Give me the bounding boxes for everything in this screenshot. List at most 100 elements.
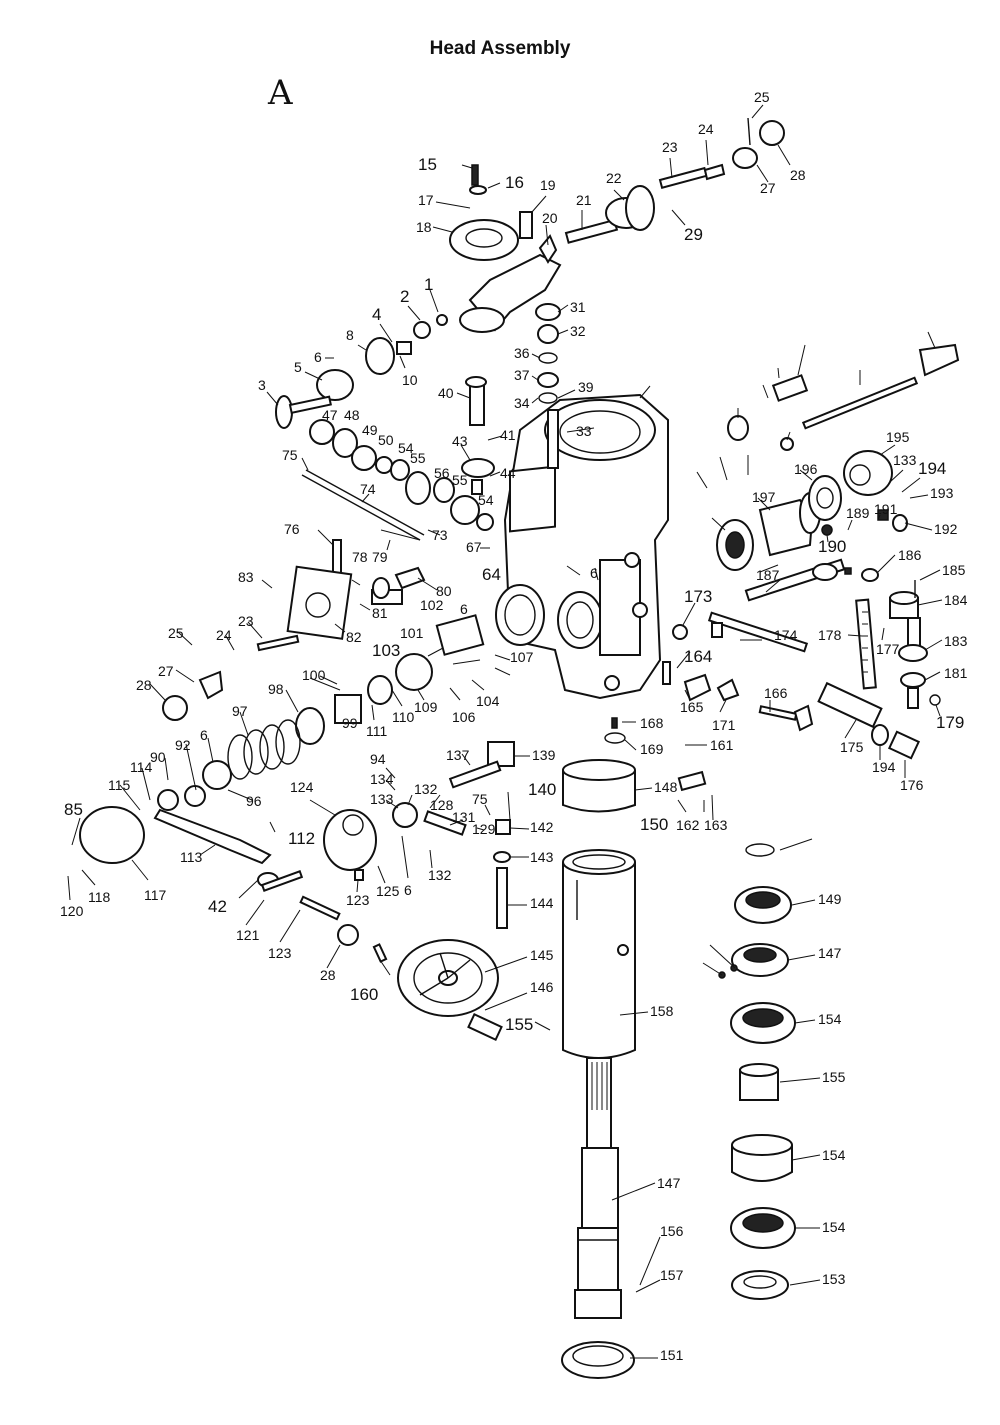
callout-111: 131 bbox=[452, 809, 476, 825]
callout-141: 157 bbox=[660, 1267, 684, 1283]
callout-78: 96 bbox=[246, 793, 262, 809]
callout-99: 117 bbox=[144, 887, 167, 903]
callout-169: 190 bbox=[818, 537, 846, 556]
callout-49b: 55 bbox=[452, 472, 468, 488]
callout-165: 186 bbox=[898, 547, 922, 563]
callout-120: 140 bbox=[528, 780, 556, 799]
callout-106: 124 bbox=[290, 779, 314, 795]
callout-163: 184 bbox=[944, 592, 968, 608]
bearing-stack bbox=[718, 843, 796, 1300]
top-assembly bbox=[275, 117, 785, 495]
callout-172: 192 bbox=[934, 521, 958, 537]
callout-28: 32 bbox=[570, 323, 586, 339]
callout-101: 120 bbox=[60, 903, 84, 919]
callout-20b: 23 bbox=[238, 613, 254, 629]
callout-79: 97 bbox=[232, 703, 248, 719]
callout-24b: 28 bbox=[136, 677, 152, 693]
callout-104: 123 bbox=[268, 945, 292, 961]
callout-102: 123 bbox=[346, 892, 370, 908]
callout-66: 82 bbox=[346, 629, 362, 645]
callout-125: 145 bbox=[530, 947, 554, 963]
callout-164: 185 bbox=[942, 562, 966, 578]
callout-48b: 54 bbox=[478, 492, 494, 508]
callout-176: 196 bbox=[794, 461, 818, 477]
callout-23: 27 bbox=[760, 180, 776, 196]
callout-33: 37 bbox=[514, 367, 530, 383]
callout-75: 92 bbox=[175, 737, 191, 753]
callout-136: 154 bbox=[822, 1147, 846, 1163]
callout-49: 55 bbox=[410, 450, 426, 466]
callout-117: 137 bbox=[446, 747, 470, 763]
callout-61: 78 bbox=[352, 549, 368, 565]
callout-80: 98 bbox=[268, 681, 284, 697]
callout-135b: 154 bbox=[822, 1219, 846, 1235]
callout-labels: 15 16 17 18 19 20 21 22 23 24 25 27 28 2… bbox=[60, 89, 968, 1363]
callout-98: 115 bbox=[108, 777, 131, 793]
callout-115: 134 bbox=[370, 771, 394, 787]
callout-50: 56 bbox=[434, 465, 450, 481]
callout-92: 109 bbox=[414, 699, 438, 715]
callout-60: 76 bbox=[284, 521, 300, 537]
callout-145: 162 bbox=[676, 817, 700, 833]
callout-150: 168 bbox=[640, 715, 664, 731]
callout-42: 47 bbox=[322, 407, 338, 423]
callout-174: 194 bbox=[918, 459, 946, 478]
callout-157: 176 bbox=[900, 777, 924, 793]
callout-24: 28 bbox=[790, 167, 806, 183]
callout-6c: 6 bbox=[200, 727, 208, 743]
callout-1: 1 bbox=[424, 275, 433, 294]
left-side-parts bbox=[79, 539, 485, 946]
callout-147: 164 bbox=[684, 647, 712, 666]
callout-118: 139 bbox=[532, 747, 556, 763]
callout-76: 94 bbox=[370, 751, 386, 767]
callout-47: 50 bbox=[378, 432, 394, 448]
callout-131: 149 bbox=[818, 891, 842, 907]
callout-128: 148 bbox=[654, 779, 678, 795]
callout-168: 189 bbox=[846, 505, 870, 521]
callout-5: 5 bbox=[294, 359, 302, 375]
callout-59b: 75 bbox=[472, 791, 488, 807]
callout-14: 17 bbox=[418, 192, 434, 208]
callout-3: 3 bbox=[258, 377, 266, 393]
callout-123: 143 bbox=[530, 849, 554, 865]
callout-154: 173 bbox=[684, 587, 712, 606]
callout-175: 195 bbox=[886, 429, 910, 445]
diagram-title: Head Assembly bbox=[430, 38, 571, 59]
callout-153: 171 bbox=[712, 717, 736, 733]
callout-63: 80 bbox=[436, 583, 452, 599]
callout-55: 67 bbox=[466, 539, 482, 555]
callout-16: 19 bbox=[540, 177, 556, 193]
callout-127: 147 bbox=[657, 1175, 681, 1191]
leader-lines bbox=[67, 104, 943, 1359]
callout-23b: 27 bbox=[158, 663, 174, 679]
callout-112: 132 bbox=[428, 867, 452, 883]
head-casting bbox=[495, 393, 669, 700]
callout-4: 4 bbox=[372, 305, 381, 324]
left-gear-train bbox=[301, 419, 494, 541]
callout-113: 132 bbox=[414, 781, 438, 797]
callout-6d: 6 bbox=[404, 882, 412, 898]
callout-6: 6 bbox=[314, 349, 322, 365]
callout-81: 99 bbox=[342, 715, 358, 731]
callout-146: 163 bbox=[704, 817, 728, 833]
callout-86: 103 bbox=[372, 641, 400, 660]
callout-95: 112 bbox=[288, 829, 315, 848]
callout-149: 166 bbox=[764, 685, 788, 701]
callout-137: 155 bbox=[822, 1069, 846, 1085]
callout-114b: 133 bbox=[893, 452, 917, 468]
callout-143: 160 bbox=[350, 985, 378, 1004]
callout-6e: 6 bbox=[590, 565, 598, 581]
callout-21: 24 bbox=[698, 121, 714, 137]
callout-96: 113 bbox=[180, 849, 203, 865]
callout-88: 104 bbox=[476, 693, 500, 709]
callout-22: 25 bbox=[754, 89, 770, 105]
callout-15: 18 bbox=[416, 219, 432, 235]
callout-100: 118 bbox=[88, 889, 111, 905]
callout-74: 90 bbox=[150, 749, 166, 765]
callout-34: 39 bbox=[578, 379, 594, 395]
callout-85: 102 bbox=[420, 597, 444, 613]
callout-144: 161 bbox=[710, 737, 734, 753]
callout-36: 40 bbox=[438, 385, 454, 401]
callout-25: 29 bbox=[684, 225, 703, 244]
callout-121: 142 bbox=[530, 819, 554, 835]
